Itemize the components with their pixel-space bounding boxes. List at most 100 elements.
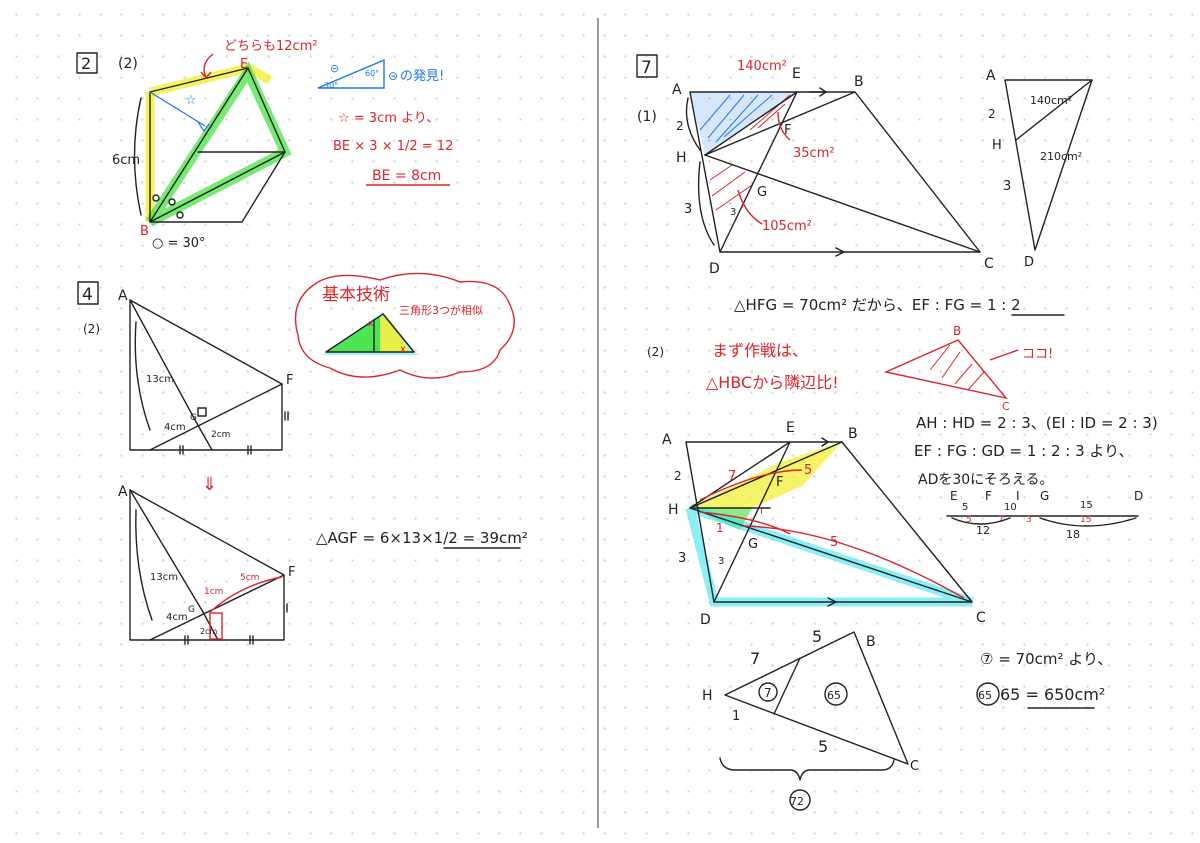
p7b-red-7: 7 xyxy=(728,469,736,484)
problem-2-number: 2 xyxy=(81,54,91,73)
note-both-12: どちらも12cm² xyxy=(224,39,318,54)
bubble-title: 基本技術 xyxy=(322,285,390,305)
label-B: B xyxy=(140,224,149,239)
ref-triangle xyxy=(317,58,385,89)
p7b-n3: 3 xyxy=(678,551,686,566)
svg-text:x: x xyxy=(400,344,406,355)
bubble xyxy=(294,272,515,379)
p7-E: E xyxy=(792,66,801,82)
problem-2-sub: (2) xyxy=(118,56,138,72)
bt-circ65: 65 xyxy=(827,689,841,702)
p7b-G: G xyxy=(748,537,758,552)
p7-F: F xyxy=(784,123,791,138)
p7b-H: H xyxy=(668,502,679,518)
p7-D: D xyxy=(709,261,720,277)
p7-C: C xyxy=(984,256,994,272)
area-35: 35cm² xyxy=(793,146,835,161)
be-result: BE = 8cm xyxy=(372,168,441,184)
tri-30: 30° xyxy=(324,81,338,90)
p7b-red-5a: 5 xyxy=(804,463,812,478)
p4-label-F: F xyxy=(286,373,293,388)
seg-I: I xyxy=(1016,489,1020,503)
p4-label-G: G xyxy=(190,413,197,423)
bubble-note: 三角形3つが相似 xyxy=(399,303,483,317)
bt-circ72: 72 xyxy=(790,795,804,808)
p7b-n2: 2 xyxy=(674,469,682,483)
p7-n2: 2 xyxy=(676,119,684,133)
blue-hatch xyxy=(690,92,797,155)
p4b-label-A: A xyxy=(118,484,128,500)
seg-18: 18 xyxy=(1066,528,1080,541)
bottom-triangle xyxy=(724,631,909,765)
bt-C: C xyxy=(910,759,919,774)
seg-F: F xyxy=(985,489,992,503)
star-eq: ☆ = 3cm より、 xyxy=(338,111,439,126)
p4-len-2: 2cm xyxy=(211,430,230,440)
down-arrow: ⇓ xyxy=(202,474,217,495)
hbc-mini xyxy=(883,339,1008,400)
svg-text:x: x xyxy=(368,319,374,329)
svg-text:I: I xyxy=(760,506,763,517)
p7b-B: B xyxy=(848,426,858,442)
p4b-len-4: 4cm xyxy=(166,612,188,623)
p7b-red-5b: 5 xyxy=(830,535,838,550)
label-E: E xyxy=(240,57,248,72)
area-105: 105cm² xyxy=(762,219,812,234)
problem-2: 2 (2) 6cm ☆ E B ○ = 30° どちらも12cm² ⊝ 60° … xyxy=(76,39,453,251)
discovery: の発見! xyxy=(400,69,444,84)
problem-7-part-1: 7 (1) A E B F H G D C 2 3 3 140cm² xyxy=(636,54,1093,316)
p7b-A: A xyxy=(662,432,672,448)
seg-n15: 15 xyxy=(1080,500,1093,511)
p4b-label-G: G xyxy=(188,605,195,615)
p7-B: B xyxy=(854,74,864,90)
p4b-len-1: 1cm xyxy=(204,587,223,597)
p4b-len-2: 2cm xyxy=(200,627,217,636)
problem-7-number-box xyxy=(636,54,658,78)
problem-4-sub: (2) xyxy=(83,322,100,336)
p7b-E: E xyxy=(786,420,795,436)
seg-G: G xyxy=(1040,489,1049,503)
side-area-210: 210cm² xyxy=(1040,150,1082,163)
star-mark: ☆ xyxy=(185,93,197,108)
side-A: A xyxy=(986,68,996,84)
mini-C: C xyxy=(1002,400,1010,413)
red-rect xyxy=(209,612,223,640)
problem-4: 4 (2) A F 13cm 4cm 2cm G ⇓ A F 13cm 4cm … xyxy=(77,272,528,645)
seg-red-15: 15 xyxy=(1080,515,1091,525)
p4b-label-F: F xyxy=(288,565,295,580)
seg-D: D xyxy=(1134,489,1143,503)
problem-4-number-box xyxy=(77,281,99,305)
eq-circ65: 65 xyxy=(978,689,992,702)
eq-1: ⑦ = 70cm² より、 xyxy=(980,650,1112,668)
side-area-140: 140cm² xyxy=(1030,94,1072,107)
svg-text:⊝: ⊝ xyxy=(330,62,339,75)
bt-circ7: 7 xyxy=(764,686,772,700)
p7-G: G xyxy=(757,185,767,200)
tri-60: 60° xyxy=(365,69,379,78)
problem-4-number: 4 xyxy=(82,285,93,305)
bt-7: 7 xyxy=(750,649,760,668)
svg-text:3: 3 xyxy=(718,556,724,567)
seg-red-7: 7 xyxy=(998,515,1004,525)
hfg-line: △HFG = 70cm² だから、EF : FG = 1 : 2 xyxy=(734,296,1021,314)
p7b-C: C xyxy=(976,610,986,626)
ratio-1: AH : HD = 2 : 3、(EI : ID = 2 : 3) xyxy=(916,414,1158,432)
p7b-F: F xyxy=(776,475,783,490)
side-triangle xyxy=(1004,79,1093,251)
strategy-2: △HBCから隣辺比! xyxy=(706,373,839,392)
agf-area: △AGF = 6×13×1/2 = 39cm² xyxy=(316,529,528,547)
angle-note: ○ = 30° xyxy=(152,236,206,251)
lower-figure-outline xyxy=(129,489,285,641)
ratio-2: EF : FG : GD = 1 : 2 : 3 より、 xyxy=(914,442,1134,460)
seg-red-3: 3 xyxy=(1026,515,1032,525)
svg-text:⊝: ⊝ xyxy=(388,69,398,83)
p4b-len-13: 13cm xyxy=(150,572,178,583)
problem-7-number: 7 xyxy=(641,58,652,78)
bt-5b: 5 xyxy=(818,737,828,756)
ad30: ADを30にそろえる。 xyxy=(918,472,1053,488)
svg-text:3: 3 xyxy=(730,207,736,218)
bt-5a: 5 xyxy=(812,627,822,646)
p4-len-4: 4cm xyxy=(164,422,186,433)
